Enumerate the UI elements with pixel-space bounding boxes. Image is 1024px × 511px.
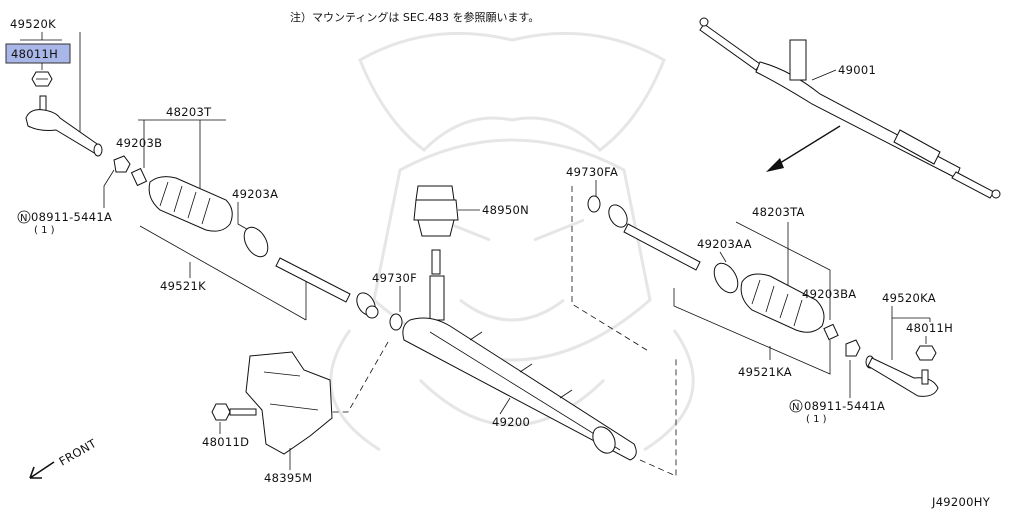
explode-arrow-icon <box>771 125 841 169</box>
part-label-48950N[interactable]: 48950N <box>482 203 529 217</box>
bolt-icon <box>211 403 257 421</box>
o-ring-icon <box>587 195 601 213</box>
part-label-49203B[interactable]: 49203B <box>116 136 162 150</box>
part-label-49520KA[interactable]: 49520KA <box>882 291 936 305</box>
svg-text:N: N <box>20 213 27 224</box>
part-label-48203TA[interactable]: 48203TA <box>752 205 805 219</box>
steering-gear-assembly <box>402 275 637 461</box>
diagram-code: J49200HY <box>931 495 991 509</box>
part-label-49521KA[interactable]: 49521KA <box>738 365 792 379</box>
clip-icon <box>823 323 839 341</box>
part-label-49001[interactable]: 49001 <box>838 63 876 77</box>
part-label-48011H-left: 48011H <box>11 47 58 61</box>
mounting-note: 注）マウンティングは SEC.483 を参照願います。 <box>290 10 539 24</box>
qty-label-right: ( 1 ) <box>806 414 827 425</box>
highlight-48011H[interactable] <box>5 43 71 64</box>
part-label-48011D[interactable]: 48011D <box>202 435 249 449</box>
tie-rod-end-right <box>865 355 939 397</box>
part-label-49203AA[interactable]: 49203AA <box>697 237 752 251</box>
part-label-49520K[interactable]: 49520K <box>10 17 56 31</box>
front-arrow-icon <box>29 461 55 479</box>
band-icon <box>713 262 739 294</box>
part-label-49200[interactable]: 49200 <box>492 415 530 429</box>
pinion-seal-boot <box>413 185 459 275</box>
nut-icon <box>915 345 937 361</box>
part-label-49730F[interactable]: 49730F <box>372 271 417 285</box>
part-label-48011H-right[interactable]: 48011H <box>906 321 953 335</box>
part-label-49203A[interactable]: 49203A <box>232 187 278 201</box>
mounting-bracket <box>245 351 333 455</box>
part-label-49203BA[interactable]: 49203BA <box>802 287 856 301</box>
part-label-08911-5441A-right[interactable]: 08911-5441A <box>804 399 885 413</box>
clip-icon <box>130 167 148 187</box>
nut-icon <box>845 339 861 357</box>
boot-right <box>740 273 825 333</box>
steering-gear-complete <box>699 17 1001 199</box>
leader-49520K <box>20 32 81 140</box>
band-icon <box>243 226 269 258</box>
o-ring-icon <box>389 313 403 331</box>
inner-tie-rod-right <box>608 204 701 271</box>
part-label-49730FA[interactable]: 49730FA <box>566 165 618 179</box>
nut-icon <box>113 155 131 173</box>
boot-left <box>148 176 233 232</box>
inner-tie-rod-left <box>275 257 379 319</box>
part-label-08911-5441A-left[interactable]: 08911-5441A <box>31 210 112 224</box>
part-label-49521K[interactable]: 49521K <box>160 279 206 293</box>
part-label-48395M[interactable]: 48395M <box>264 471 312 485</box>
qty-label-left: ( 1 ) <box>34 225 55 236</box>
part-label-48203T[interactable]: 48203T <box>166 105 212 119</box>
front-label: FRONT <box>57 436 100 469</box>
svg-text:N: N <box>792 402 799 413</box>
tie-rod-end-left <box>25 95 103 157</box>
